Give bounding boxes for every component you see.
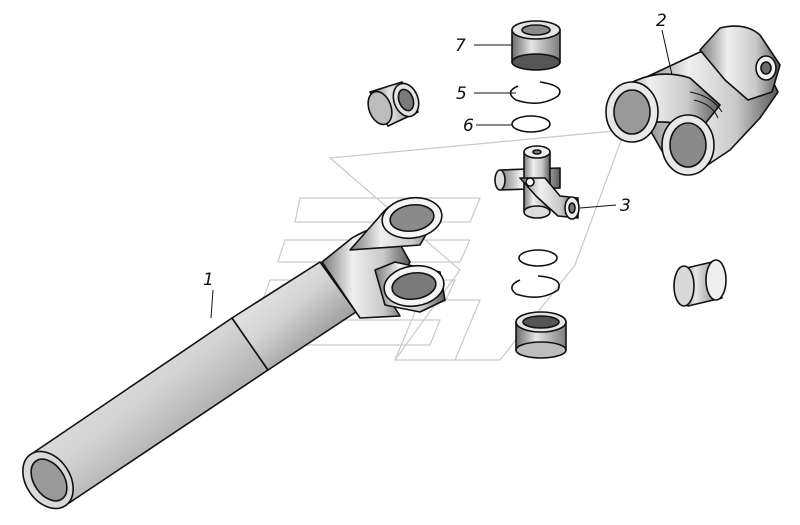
seal-cap-part-7	[511, 20, 561, 71]
callout-1: 1	[203, 270, 214, 290]
circlip-part-5	[509, 81, 561, 104]
o-ring-part-6	[511, 115, 551, 133]
callout-6: 6	[463, 116, 474, 136]
bearing-cap-right	[673, 259, 727, 307]
callout-7: 7	[455, 36, 466, 56]
callout-5: 5	[456, 84, 467, 104]
cross-spider-part-3	[494, 145, 580, 220]
bearing-cap-upper-left	[367, 81, 420, 127]
o-ring-lower	[518, 249, 558, 267]
flange-yoke-part-2	[605, 25, 781, 176]
leader-lines	[210, 29, 673, 319]
callout-2: 2	[656, 11, 667, 31]
bearing-cap-lower	[515, 311, 567, 359]
circlip-lower	[511, 275, 560, 298]
callout-3: 3	[620, 196, 631, 216]
shaft-assembly-part-1	[22, 196, 446, 510]
